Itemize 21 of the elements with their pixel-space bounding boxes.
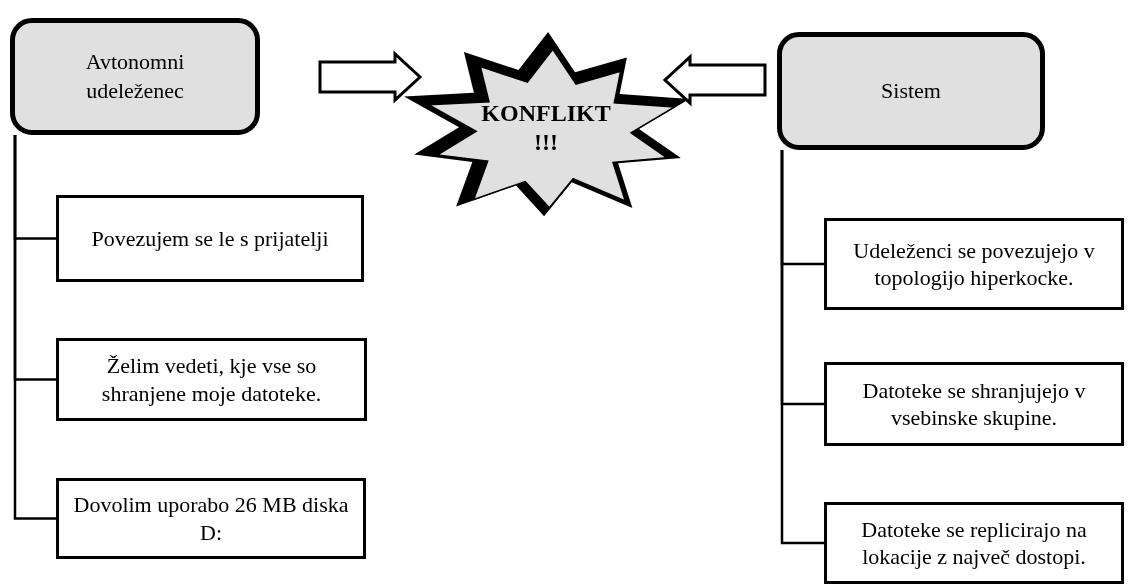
text-box <box>56 338 367 421</box>
box-label: Avtonomni udeleženec <box>84 47 186 105</box>
rounded-box <box>777 32 1045 150</box>
text-box <box>824 362 1124 446</box>
box-label: Datoteke se shranjujejo v vsebinske skupine. <box>861 376 1087 432</box>
box-label: Datoteke se replicirajo na lokacije z največ dostopi. <box>860 515 1088 571</box>
connector-line <box>13 135 56 520</box>
box-label: Povezujem se le s prijatelji <box>91 224 329 253</box>
rounded-box <box>10 18 260 135</box>
block-arrow <box>318 50 423 104</box>
text-box <box>56 478 366 559</box>
burst-label: KONFLIKT !!! <box>480 99 612 157</box>
block-arrow <box>662 53 767 107</box>
text-box <box>824 502 1124 584</box>
connector-line <box>780 150 824 545</box>
text-box <box>56 195 364 282</box>
box-label: Želim vedeti, kje vse so shranjene moje datoteke. <box>100 352 323 407</box>
box-label: Sistem <box>881 76 941 105</box>
text-box <box>824 218 1124 310</box>
box-label: Udeleženci se povezujejo v topologijo hiperkocke. <box>852 236 1096 292</box>
box-label: Dovolim uporabo 26 MB diska D: <box>72 491 350 546</box>
